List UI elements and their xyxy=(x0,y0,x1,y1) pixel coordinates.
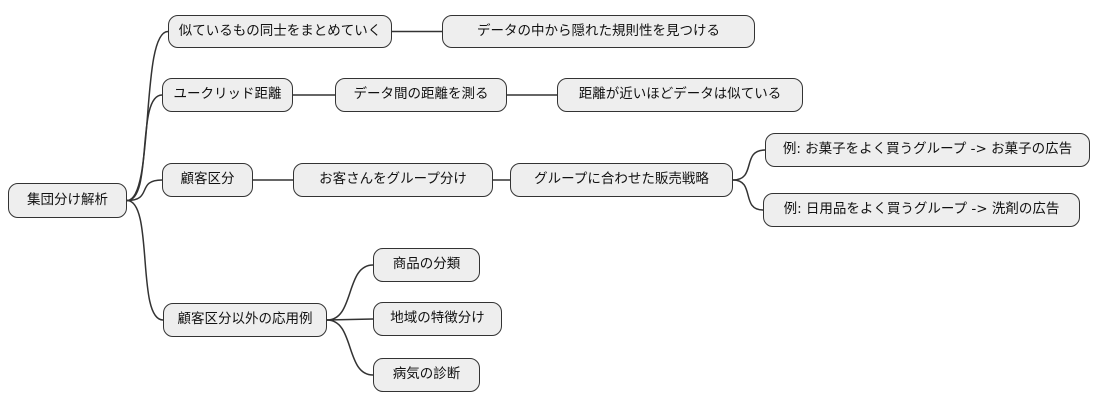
mindmap-node-n2b: 距離が近いほどデータは似ている xyxy=(557,78,803,112)
node-label: データ間の距離を測る xyxy=(353,86,489,103)
mindmap-edge-n4-n4c xyxy=(326,319,374,376)
node-label: 病気の診断 xyxy=(392,366,461,383)
mindmap-node-n3a: お客さんをグループ分け xyxy=(293,163,493,197)
mindmap-edge-n3b-n3b2 xyxy=(732,179,764,211)
node-label: 顧客区分 xyxy=(180,171,235,188)
mindmap-node-n3b1: 例: お菓子をよく買うグループ -> お菓子の広告 xyxy=(765,133,1090,167)
mindmap-node-n3: 顧客区分 xyxy=(162,163,253,197)
mindmap-edge-root-n3 xyxy=(126,179,163,202)
node-label: お客さんをグループ分け xyxy=(319,171,467,188)
node-label: データの中から隠れた規則性を見つける xyxy=(477,22,720,39)
node-label: グループに合わせた販売戦略 xyxy=(534,171,709,188)
mindmap-node-n4: 顧客区分以外の応用例 xyxy=(163,303,327,337)
mindmap-node-n2a: データ間の距離を測る xyxy=(335,78,507,112)
mindmap-node-n2: ユークリッド距離 xyxy=(162,78,293,112)
node-label: 商品の分類 xyxy=(392,256,461,273)
mindmap-node-n3b2: 例: 日用品をよく買うグループ -> 洗剤の広告 xyxy=(763,193,1080,227)
mindmap-edge-n4-n4b xyxy=(326,318,374,321)
mindmap-node-n3b: グループに合わせた販売戦略 xyxy=(510,163,733,197)
mindmap-edge-root-n2 xyxy=(126,94,163,202)
mindmap-node-n1a: データの中から隠れた規則性を見つける xyxy=(442,15,755,48)
mindmap-node-n4a: 商品の分類 xyxy=(373,248,480,282)
node-label: 似ているもの同士をまとめていく xyxy=(178,22,382,39)
node-label: 例: お菓子をよく買うグループ -> お菓子の広告 xyxy=(782,141,1073,158)
mindmap-node-n4c: 病気の診断 xyxy=(373,358,480,392)
mindmap-node-n4b: 地域の特徴分け xyxy=(373,302,502,336)
mindmap-edge-root-n4 xyxy=(126,199,164,321)
node-label: 距離が近いほどデータは似ている xyxy=(578,86,782,103)
mindmap-node-root: 集団分け解析 xyxy=(8,183,127,218)
mindmap-node-n1: 似ているもの同士をまとめていく xyxy=(168,15,392,48)
node-label: 地域の特徴分け xyxy=(390,310,485,327)
mindmap-edge-n4-n4a xyxy=(326,264,374,321)
node-label: 例: 日用品をよく買うグループ -> 洗剤の広告 xyxy=(783,201,1060,218)
node-label: 顧客区分以外の応用例 xyxy=(177,311,313,328)
mindmap-edge-n3b-n3b1 xyxy=(732,149,766,181)
node-label: ユークリッド距離 xyxy=(173,86,282,103)
node-label: 集団分け解析 xyxy=(27,191,108,208)
